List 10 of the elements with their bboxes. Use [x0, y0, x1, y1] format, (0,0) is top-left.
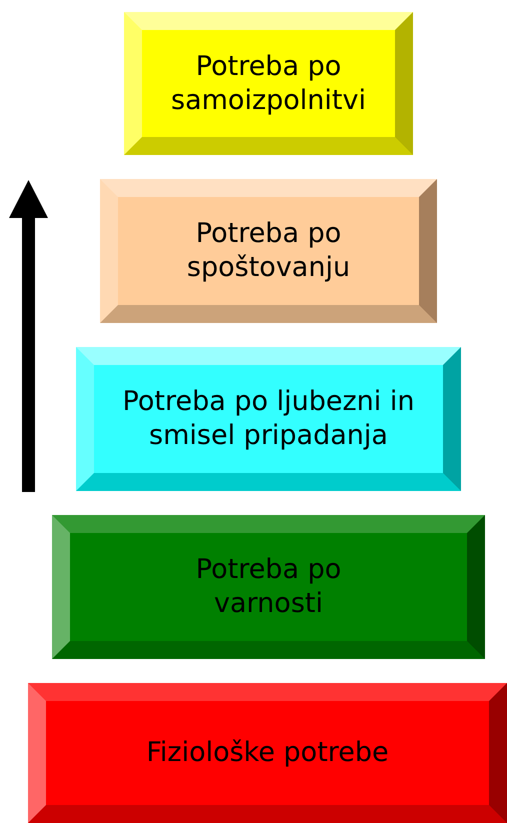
level-label: Potreba po spoštovanju: [186, 217, 352, 285]
pyramid-level-box: [76, 347, 461, 491]
pyramid-level-box: [28, 683, 507, 823]
level-label: Fiziološke potrebe: [146, 736, 389, 770]
level-label: Potreba po samoizpolnitvi: [170, 50, 367, 118]
level-label: Potreba po varnosti: [194, 553, 342, 621]
pyramid-level-box: [100, 179, 437, 323]
pyramid-level-box: [52, 515, 485, 659]
level-label: Potreba po ljubezni in smisel pripadanja: [122, 385, 416, 453]
pyramid-level-box: [124, 12, 413, 155]
